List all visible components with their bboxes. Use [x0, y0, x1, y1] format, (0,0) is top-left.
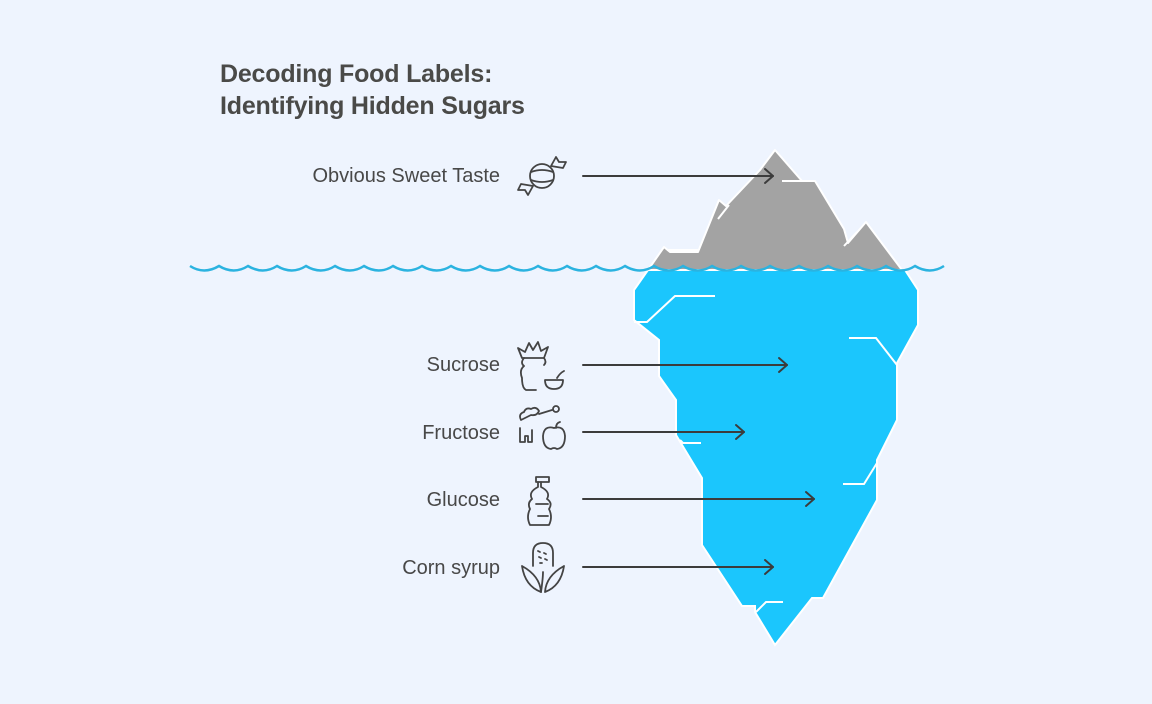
pineapple-bowl-icon — [517, 341, 565, 391]
title-line-1: Decoding Food Labels: — [220, 60, 493, 88]
arrow-fructose — [582, 424, 745, 440]
diagram-title: Decoding Food Labels: Identifying Hidden… — [220, 58, 525, 122]
label-glucose: Glucose — [426, 489, 500, 511]
arrow-sucrose — [582, 357, 788, 373]
label-sucrose: Sucrose — [426, 354, 500, 376]
arrow-corn-syrup — [582, 559, 774, 575]
water-line — [189, 264, 945, 272]
label-obvious-sweet-taste: Obvious Sweet Taste — [312, 165, 500, 187]
arrow-obvious-sweet-taste — [582, 168, 774, 184]
title-line-2: Identifying Hidden Sugars — [220, 92, 525, 120]
candy-icon — [517, 156, 567, 196]
honey-apple-icon — [519, 405, 566, 450]
iceberg-tip — [647, 149, 903, 271]
corn-icon — [521, 542, 565, 593]
bottle-icon — [527, 476, 552, 526]
iceberg-underwater — [633, 269, 919, 647]
label-fructose: Fructose — [422, 422, 500, 444]
arrow-glucose — [582, 491, 815, 507]
label-corn-syrup: Corn syrup — [402, 557, 500, 579]
